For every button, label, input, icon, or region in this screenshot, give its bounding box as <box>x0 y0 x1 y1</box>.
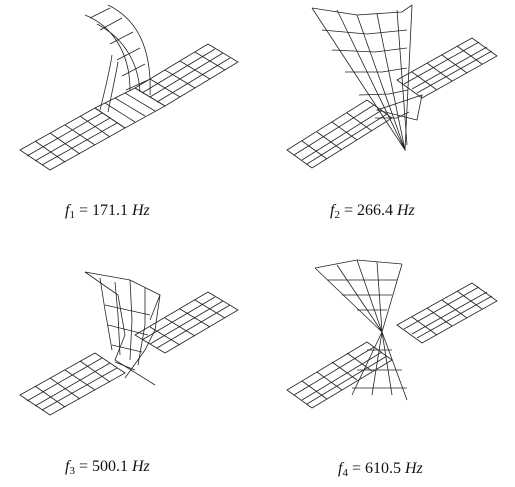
mode-shape-3-drawing <box>0 250 257 430</box>
mode-4-frequency-label: f4 = 610.5 Hz <box>338 460 423 479</box>
mode-shape-1-drawing <box>0 0 257 190</box>
mode-2-frequency-label: f2 = 266.4 Hz <box>330 202 415 221</box>
mode-1-frequency-label: f1 = 171.1 Hz <box>65 202 150 221</box>
mode-3-frequency-label: f3 = 500.1 Hz <box>65 458 150 477</box>
mode-shape-2-drawing <box>257 0 515 190</box>
mode-shape-4-drawing <box>257 250 515 430</box>
